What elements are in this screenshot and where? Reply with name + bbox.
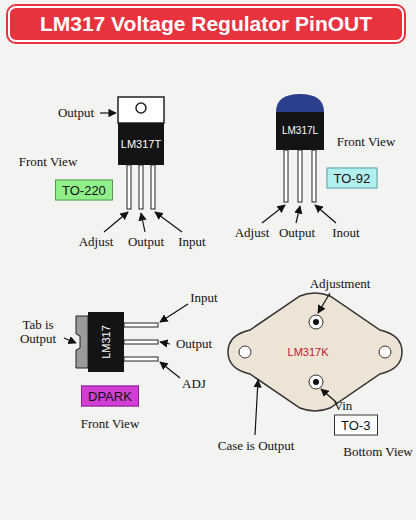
dpak-package <box>76 312 158 372</box>
pin-label: Adjust <box>235 226 270 240</box>
leader-arrows <box>64 113 336 435</box>
to92-package <box>276 94 324 202</box>
pin-label: Adjustment <box>310 277 371 291</box>
pin-label: Output <box>128 235 164 249</box>
pin-label: Tab is Output <box>12 318 64 347</box>
pin-label: Vin <box>334 399 353 413</box>
pin-label: Input <box>178 235 205 249</box>
package-name: DPARK <box>88 389 132 404</box>
package-name: TO-3 <box>341 418 370 433</box>
title-text: LM317 Voltage Regulator PinOUT <box>40 12 372 36</box>
package-badge: TO-3 <box>334 415 378 436</box>
to3-package <box>228 293 402 411</box>
package-name: TO-220 <box>62 183 106 198</box>
pin-label: Front View <box>19 155 78 169</box>
package-marking: LM317 <box>100 325 112 359</box>
pin-label: Case is Output <box>218 439 295 453</box>
pin-label: ADJ <box>182 377 206 391</box>
pin-label: Front View <box>81 417 140 431</box>
package-marking: LM317T <box>121 138 161 150</box>
package-badge: DPARK <box>81 386 139 407</box>
package-marking: LM317L <box>282 125 318 136</box>
pin-label: Input <box>190 291 217 305</box>
package-name: TO-92 <box>334 171 371 186</box>
pin-label: Output <box>176 337 212 351</box>
pin-label: Front View <box>337 135 396 149</box>
package-marking: LM317K <box>288 346 329 358</box>
pin-label: Inout <box>332 226 359 240</box>
pin-label: Output <box>58 106 94 120</box>
pin-label: Adjust <box>79 235 114 249</box>
pin-label: Bottom View <box>343 445 412 459</box>
package-badge: TO-92 <box>327 168 378 189</box>
package-badge: TO-220 <box>55 180 113 201</box>
pin-label: Output <box>279 226 315 240</box>
to220-package <box>118 97 164 209</box>
title-banner: LM317 Voltage Regulator PinOUT <box>8 6 404 42</box>
